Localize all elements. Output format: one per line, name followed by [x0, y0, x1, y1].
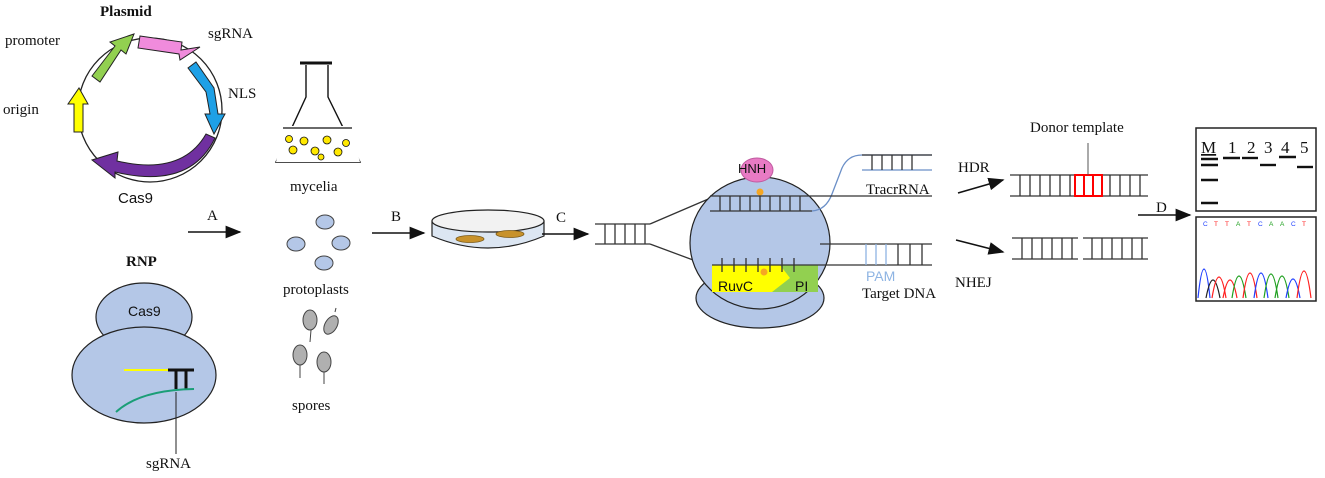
step-d-label: D — [1156, 200, 1167, 216]
base-call: T — [1214, 221, 1218, 228]
ruvc-label: RuvC — [718, 278, 753, 294]
nhej-label: NHEJ — [955, 275, 992, 291]
step-a-label: A — [207, 208, 218, 224]
rnp-body — [71, 326, 217, 424]
origin-arrow — [67, 87, 89, 133]
arrow-hdr — [957, 177, 1005, 194]
step-c-label: C — [556, 210, 566, 226]
flask-mycelia — [274, 61, 362, 163]
base-call: C — [1291, 221, 1296, 228]
hnh-label: HNH — [738, 161, 766, 176]
donor-insert — [1074, 174, 1103, 197]
tracrrna-label: TracrRNA — [866, 182, 930, 198]
target-dna-label: Target DNA — [862, 286, 936, 302]
protoplasts-label: protoplasts — [283, 282, 349, 298]
tracrrna-strand — [811, 154, 932, 212]
gel-lane-label: 3 — [1264, 138, 1273, 157]
hdr-product-dna — [1010, 143, 1148, 197]
nls-label: NLS — [228, 86, 256, 102]
gel-bands — [1201, 155, 1313, 205]
base-call: A — [1236, 221, 1241, 228]
base-call: C — [1203, 221, 1208, 228]
donor-template-label: Donor template — [1030, 120, 1124, 136]
spores-label: spores — [292, 398, 330, 414]
promoter-arrow — [91, 33, 135, 83]
gel-lane-label: 4 — [1281, 138, 1290, 157]
base-call: T — [1247, 221, 1251, 228]
plasmid-title: Plasmid — [100, 4, 152, 20]
promoter-label: promoter — [5, 33, 60, 49]
petri-dish-icon — [431, 209, 545, 249]
pi-domain — [772, 265, 818, 292]
rnp-sgrna-strand — [115, 388, 195, 413]
mycelia-cluster-icons — [285, 135, 350, 161]
gel-panel: M 1 2 3 4 5 — [1195, 127, 1317, 212]
gel-lane-label: 1 — [1228, 138, 1237, 157]
rnp-sgrna-label: sgRNA — [146, 456, 191, 472]
hnh-domain — [740, 157, 774, 183]
cas9-dna-complex: HNH RuvC PI — [595, 154, 932, 329]
pam-label: PAM — [866, 268, 895, 284]
sgrna-arrow — [137, 35, 201, 61]
rnp-cas9-label: Cas9 — [128, 303, 161, 319]
mycelia-label: mycelia — [290, 179, 338, 195]
base-call: T — [1302, 221, 1306, 228]
nls-arrow — [187, 61, 226, 136]
base-call: A — [1280, 221, 1285, 228]
nhej-product-dna — [1012, 237, 1148, 260]
gel-lane-label: 2 — [1247, 138, 1256, 157]
sequencing-chromatogram: C T T A T C A A C T — [1195, 216, 1317, 302]
gel-lane-label: M — [1201, 138, 1216, 157]
spore-icons — [292, 307, 339, 384]
protoplast-icons — [286, 214, 351, 271]
base-call: T — [1225, 221, 1229, 228]
cas9-arrow — [90, 133, 216, 180]
pam-bases — [865, 244, 887, 265]
pi-label: PI — [795, 278, 808, 294]
cas9-label: Cas9 — [118, 190, 153, 207]
base-call: A — [1269, 221, 1274, 228]
origin-label: origin — [3, 102, 39, 118]
hdr-label: HDR — [958, 160, 990, 176]
rnp-title: RNP — [126, 254, 157, 270]
step-b-label: B — [391, 209, 401, 225]
base-call: C — [1258, 221, 1263, 228]
gel-lane-label: 5 — [1300, 138, 1309, 157]
plasmid-diagram: Plasmid promoter sgRNA NLS origin Cas9 — [3, 4, 256, 207]
arrow-nhej — [955, 239, 1005, 255]
rnp-diagram: RNP Cas9 sgRNA — [71, 254, 217, 472]
sgrna-label: sgRNA — [208, 26, 253, 42]
